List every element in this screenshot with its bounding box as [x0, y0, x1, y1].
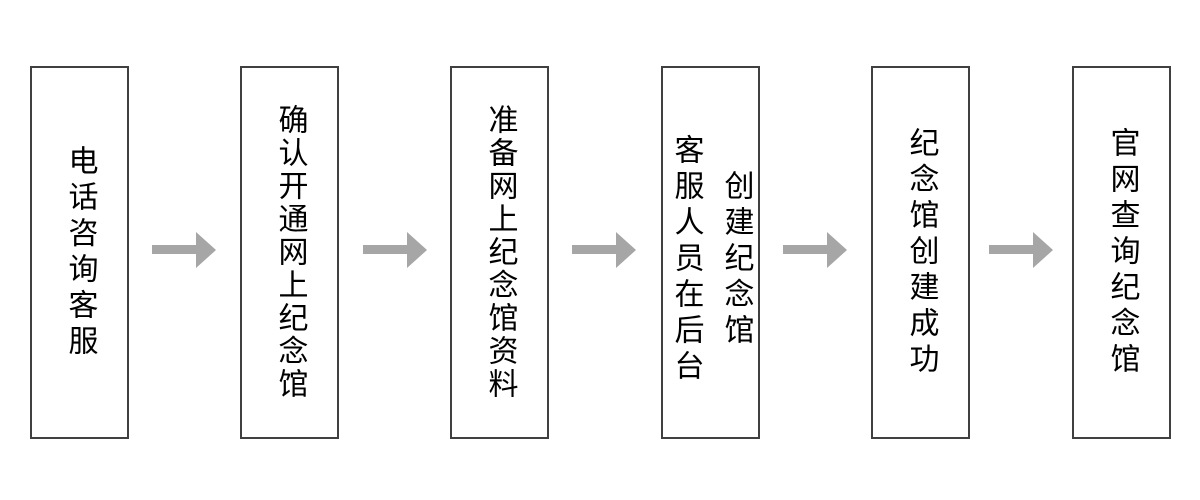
arrow-head	[827, 232, 847, 268]
arrow-shaft	[783, 245, 829, 254]
flow-step-1-box: 电话咨询客服	[30, 66, 129, 439]
arrow-shaft	[363, 245, 409, 254]
arrow-head	[616, 232, 636, 268]
flow-arrow-5-right-icon	[989, 232, 1053, 268]
flow-step-2-label: 确认开通网上纪念馆	[273, 104, 307, 401]
flow-step-4-label-line-1: 客服人员在后台	[669, 133, 703, 386]
flow-arrow-3-right-icon	[572, 232, 636, 268]
flow-step-6-label: 官网查询纪念馆	[1105, 126, 1139, 379]
flow-step-5-label: 纪念馆创建成功	[904, 126, 938, 379]
flow-step-1-label: 电话咨询客服	[63, 144, 97, 361]
flow-step-6-box: 官网查询纪念馆	[1072, 66, 1171, 439]
arrow-head	[196, 232, 216, 268]
flow-arrow-2-right-icon	[363, 232, 427, 268]
flow-arrow-1-right-icon	[152, 232, 216, 268]
arrow-head	[1033, 232, 1053, 268]
flow-step-4-box: 客服人员在后台 创建纪念馆	[661, 66, 760, 439]
flow-step-2-box: 确认开通网上纪念馆	[240, 66, 339, 439]
flow-arrow-4-right-icon	[783, 232, 847, 268]
arrow-shaft	[572, 245, 618, 254]
arrow-head	[407, 232, 427, 268]
arrow-shaft	[152, 245, 198, 254]
flow-step-3-box: 准备网上纪念馆资料	[450, 66, 549, 439]
flow-step-5-box: 纪念馆创建成功	[871, 66, 970, 439]
flow-step-4-label-line-2: 创建纪念馆	[719, 169, 753, 350]
flow-step-3-label: 准备网上纪念馆资料	[483, 104, 517, 401]
arrow-shaft	[989, 245, 1035, 254]
